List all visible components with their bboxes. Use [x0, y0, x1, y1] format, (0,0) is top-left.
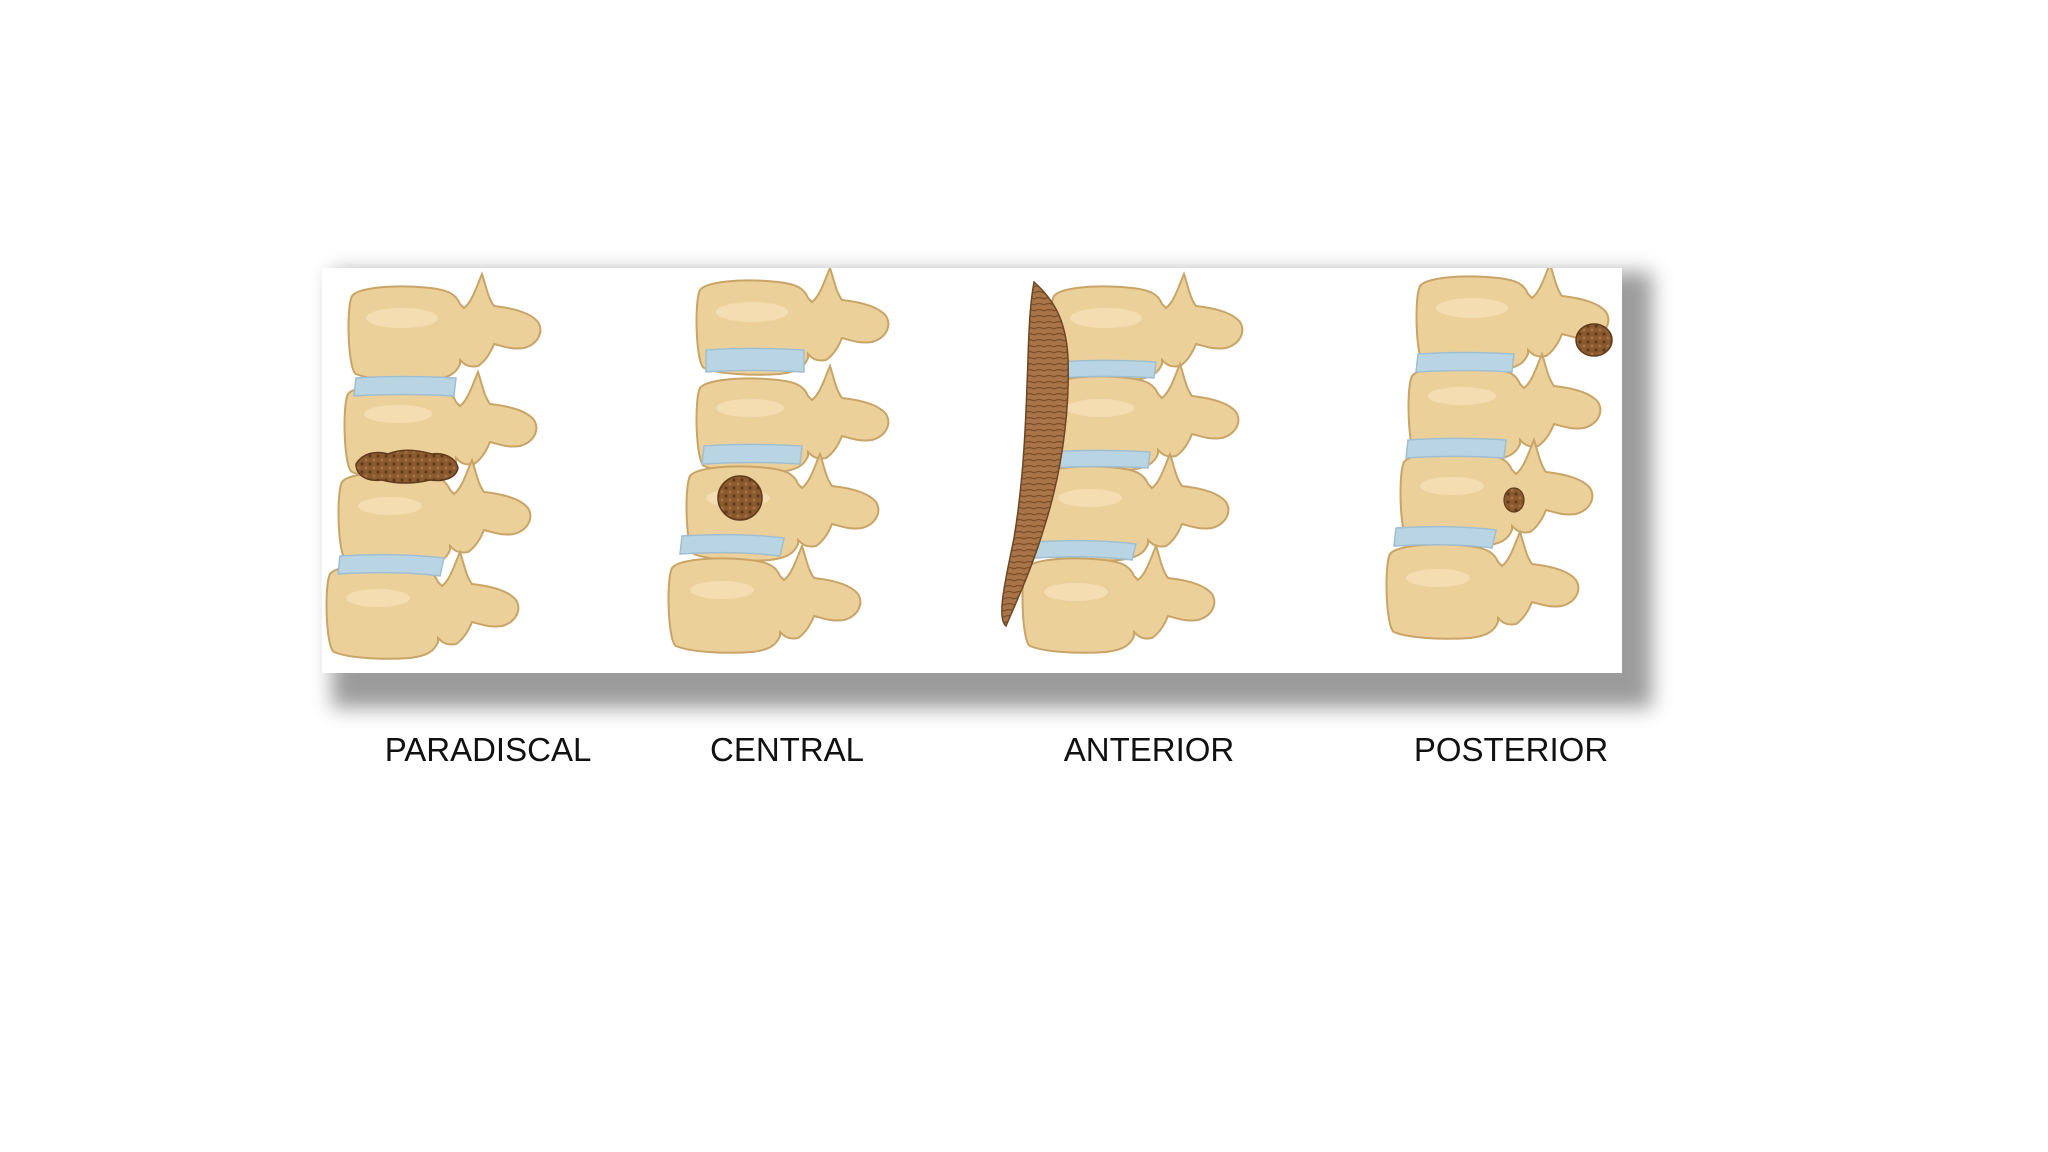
posterior-lesion-lamina	[1503, 487, 1525, 513]
spine-paradiscal	[325, 273, 542, 660]
central-lesion	[717, 475, 763, 521]
posterior-lesion-spinous	[1575, 323, 1613, 357]
caption-central: CENTRAL	[709, 731, 865, 768]
illustration-panel	[322, 268, 1622, 673]
spine-central	[667, 268, 890, 654]
caption-anterior: ANTERIOR	[1063, 731, 1235, 768]
spine-illustration	[325, 268, 1613, 660]
spine-anterior	[1001, 273, 1244, 654]
spine-posterior	[1385, 268, 1613, 640]
caption-paradiscal: PARADISCAL	[384, 731, 592, 768]
anterior-abscess	[1001, 280, 1069, 628]
paradiscal-lesion	[355, 449, 459, 484]
caption-posterior: POSTERIOR	[1413, 731, 1609, 768]
